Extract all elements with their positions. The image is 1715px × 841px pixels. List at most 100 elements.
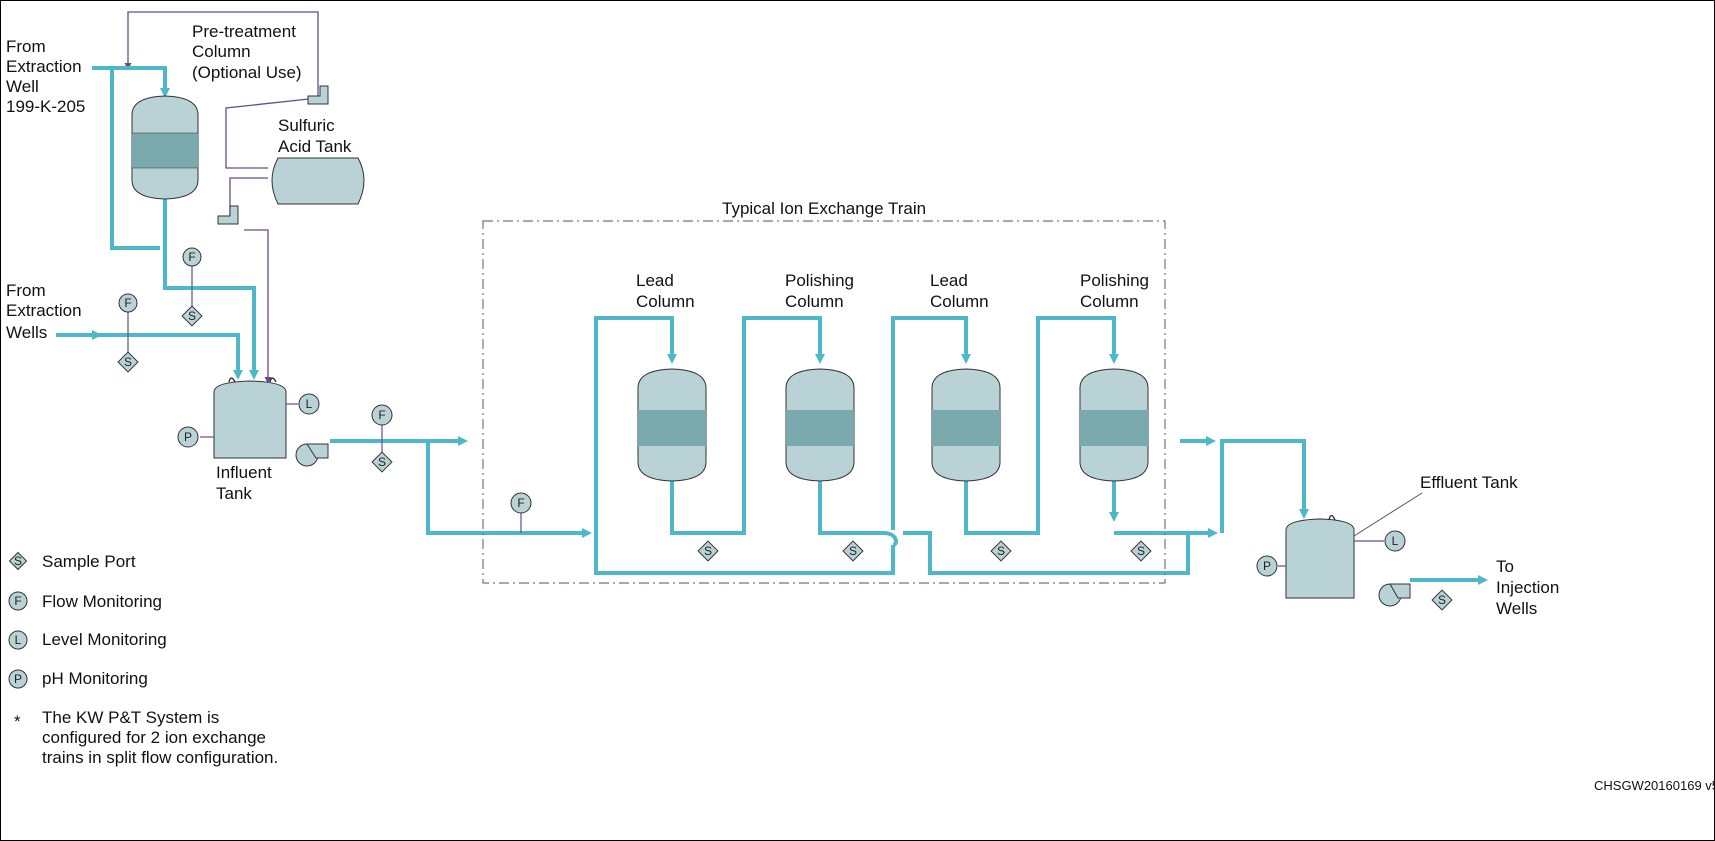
svg-text:pH Monitoring: pH Monitoring: [42, 669, 148, 688]
svg-text:S: S: [378, 455, 386, 469]
legend-item-sample-port: S Sample Port: [8, 551, 136, 571]
svg-text:S: S: [704, 544, 712, 558]
svg-text:trains in split flow configura: trains in split flow configuration.: [42, 748, 278, 767]
svg-text:Sample Port: Sample Port: [42, 552, 136, 571]
svg-text:L: L: [306, 397, 313, 411]
svg-text:Wells: Wells: [6, 323, 47, 342]
svg-text:F: F: [188, 250, 195, 264]
sample-port-extraction-wells: S: [117, 351, 139, 373]
acid-pump-icon-1: [307, 85, 329, 105]
label-to-injection-wells: To Injection Wells: [1496, 557, 1559, 618]
svg-text:Column: Column: [192, 42, 251, 61]
legend-item-level-monitoring: L Level Monitoring: [8, 630, 167, 650]
sample-port-effluent-pump: S: [1431, 589, 1453, 611]
influent-pump: [295, 443, 329, 467]
polishing-column-1: [785, 368, 855, 482]
legend-item-flow-monitoring: F Flow Monitoring: [8, 591, 162, 611]
svg-text:Lead: Lead: [636, 271, 674, 290]
legend-item-ph-monitoring: P pH Monitoring: [8, 669, 148, 689]
svg-text:Tank: Tank: [216, 484, 252, 503]
svg-text:From: From: [6, 281, 46, 300]
acid-pump-icon-2: [217, 205, 239, 225]
sample-port-pretreatment: S: [181, 305, 203, 327]
label-polishing-column-1: Polishing Column: [785, 271, 854, 311]
flow-monitor-train-inlet: F: [510, 492, 532, 514]
svg-text:S: S: [188, 309, 196, 323]
svg-text:Acid Tank: Acid Tank: [278, 137, 352, 156]
svg-text:Sulfuric: Sulfuric: [278, 116, 335, 135]
label-lead-column-2: Lead Column: [930, 271, 989, 311]
svg-text:From: From: [6, 37, 46, 56]
svg-text:P: P: [14, 672, 22, 686]
flow-monitor-influent-pump: F: [371, 404, 393, 426]
svg-text:Column: Column: [636, 292, 695, 311]
svg-text:Level Monitoring: Level Monitoring: [42, 630, 167, 649]
effluent-tank: [1285, 514, 1355, 599]
svg-text:To: To: [1496, 557, 1514, 576]
svg-text:Flow Monitoring: Flow Monitoring: [42, 592, 162, 611]
svg-text:S: S: [1438, 593, 1446, 607]
label-from-extraction-well: From Extraction Well 199-K-205: [6, 37, 85, 116]
level-monitor-effluent-tank: L: [1384, 530, 1406, 552]
svg-text:S: S: [997, 544, 1005, 558]
lead-column-1: [637, 368, 707, 482]
svg-text:configured for 2 ion exchange: configured for 2 ion exchange: [42, 728, 266, 747]
instrument-connectors: [127, 265, 1384, 567]
svg-text:Polishing: Polishing: [1080, 271, 1149, 290]
process-pipes: [56, 66, 1488, 585]
ph-monitor-effluent-tank: P: [1256, 555, 1278, 577]
effluent-tank-leader-line: [1353, 492, 1423, 537]
sample-port-influent-pump: S: [371, 451, 393, 473]
svg-text:S: S: [849, 544, 857, 558]
ph-monitor-influent-tank: P: [177, 426, 199, 448]
influent-tank: [213, 377, 287, 459]
label-ion-exchange-train: Typical Ion Exchange Train: [722, 199, 926, 218]
svg-text:Column: Column: [1080, 292, 1139, 311]
svg-text:Influent: Influent: [216, 463, 272, 482]
svg-text:F: F: [124, 296, 131, 310]
svg-text:Wells: Wells: [1496, 599, 1537, 618]
svg-text:Column: Column: [785, 292, 844, 311]
svg-text:P: P: [184, 430, 192, 444]
label-from-extraction-wells: From Extraction Wells: [6, 281, 82, 342]
polishing-column-2: [1079, 368, 1149, 482]
svg-text:S: S: [1137, 544, 1145, 558]
svg-text:Extraction: Extraction: [6, 301, 82, 320]
svg-text:Injection: Injection: [1496, 578, 1559, 597]
flow-monitor-pretreatment: F: [182, 247, 202, 267]
svg-text:S: S: [14, 554, 22, 568]
label-effluent-tank: Effluent Tank: [1420, 473, 1518, 492]
level-monitor-influent-tank: L: [298, 393, 320, 415]
flow-monitor-extraction-wells: F: [118, 293, 138, 313]
sample-port-lead-1: S: [697, 540, 719, 562]
svg-text:(Optional Use): (Optional Use): [192, 63, 302, 82]
legend: S Sample Port F Flow Monitoring L Level …: [8, 551, 167, 689]
acid-feed-lines: [124, 11, 319, 384]
sample-port-polishing-2: S: [1130, 540, 1152, 562]
lead-column-2: [931, 368, 1001, 482]
label-influent-tank: Influent Tank: [216, 463, 272, 503]
svg-text:P: P: [1263, 559, 1271, 573]
label-lead-column-1: Lead Column: [636, 271, 695, 311]
sample-port-lead-2: S: [990, 540, 1012, 562]
svg-text:Extraction: Extraction: [6, 57, 82, 76]
sample-port-polishing-1: S: [842, 540, 864, 562]
label-polishing-column-2: Polishing Column: [1080, 271, 1149, 311]
svg-text:F: F: [378, 408, 385, 422]
document-id: CHSGW20160169 v5: [1594, 778, 1715, 793]
svg-text:Lead: Lead: [930, 271, 968, 290]
svg-text:199-K-205: 199-K-205: [6, 97, 85, 116]
effluent-pump: [1378, 583, 1411, 607]
sulfuric-acid-tank: [271, 157, 365, 205]
svg-text:Well: Well: [6, 77, 39, 96]
svg-text:L: L: [15, 633, 22, 647]
svg-text:Column: Column: [930, 292, 989, 311]
label-pretreatment-column: Pre-treatment Column (Optional Use): [192, 22, 302, 82]
pretreatment-column: [131, 95, 199, 200]
svg-text:L: L: [1392, 534, 1399, 548]
svg-text:F: F: [517, 496, 524, 510]
svg-text:F: F: [14, 594, 21, 608]
label-sulfuric-acid-tank: Sulfuric Acid Tank: [278, 116, 352, 156]
svg-text:S: S: [124, 355, 132, 369]
